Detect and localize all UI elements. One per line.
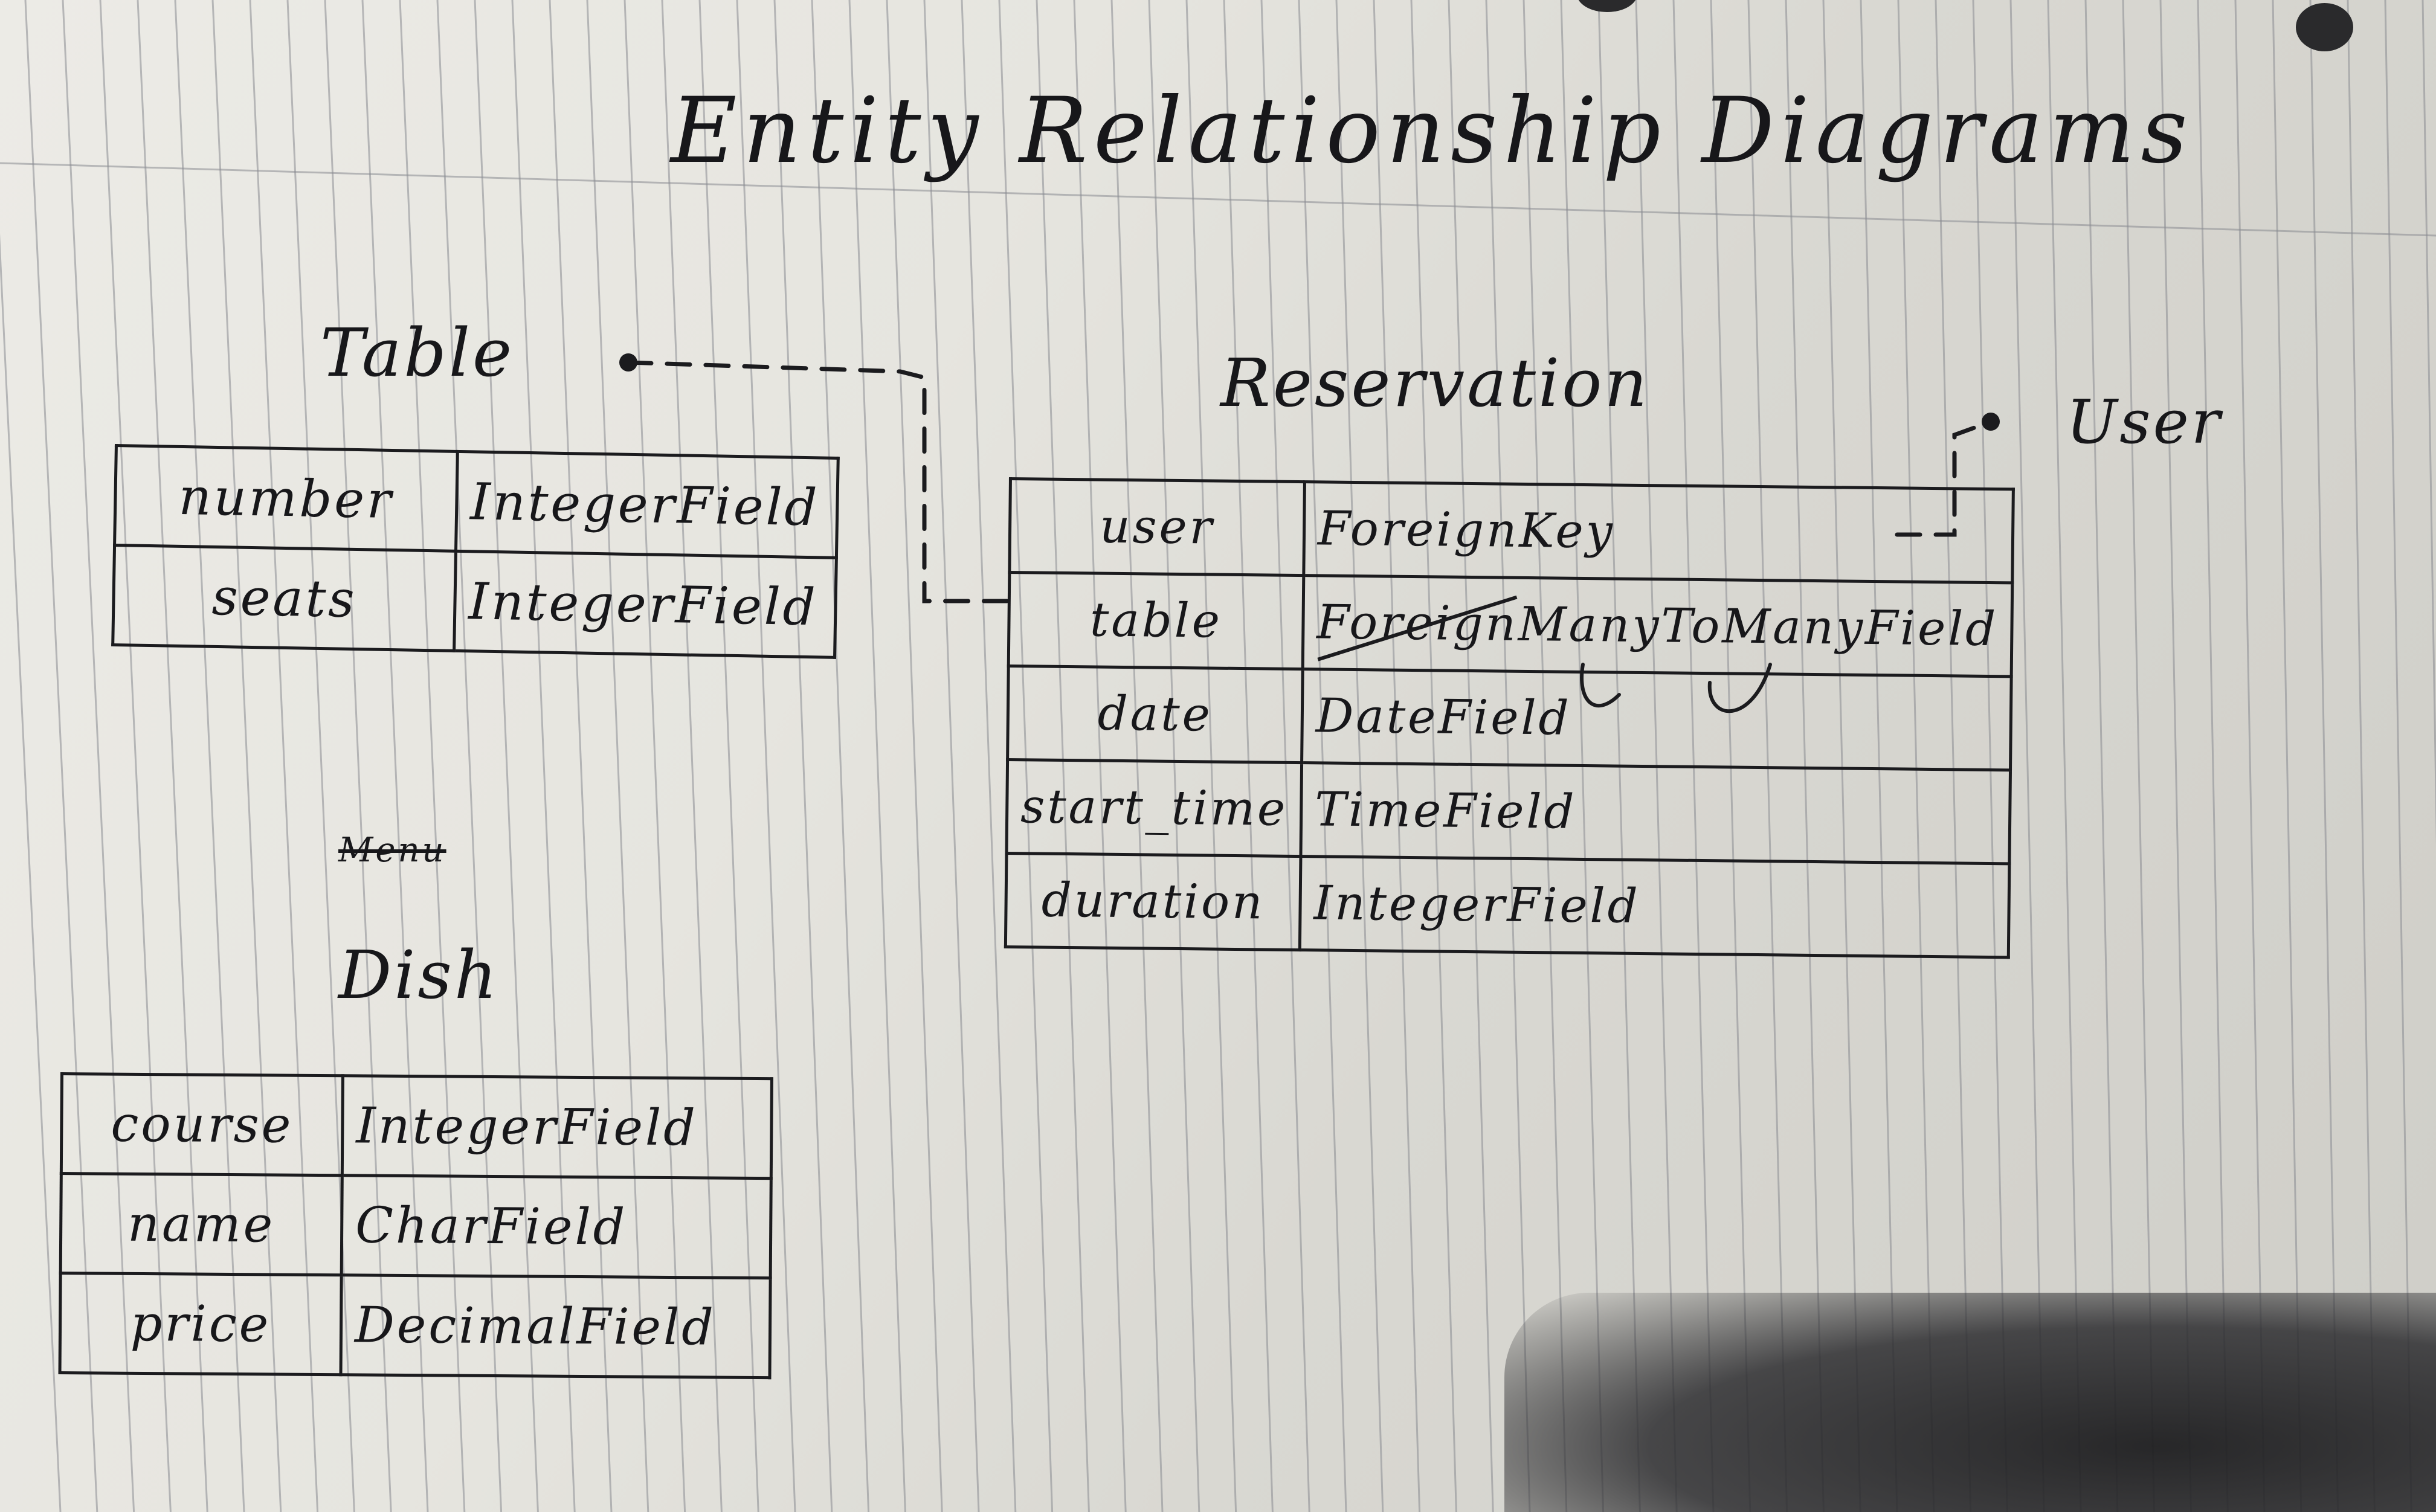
ruled-line xyxy=(99,0,172,1512)
ruled-line xyxy=(923,0,980,1512)
ruled-line xyxy=(2084,0,2119,1512)
ruled-line xyxy=(324,0,392,1512)
ruled-line xyxy=(961,0,1017,1512)
ruled-line xyxy=(848,0,906,1512)
ruled-line xyxy=(1785,0,1825,1512)
ruled-line xyxy=(1410,0,1457,1512)
ruled-line xyxy=(2309,0,2339,1512)
ruled-line xyxy=(249,0,319,1512)
ruled-line xyxy=(399,0,466,1512)
ruled-line xyxy=(811,0,870,1512)
ruled-line xyxy=(511,0,576,1512)
underline-squiggle xyxy=(1707,663,1772,713)
table-reservation-connector xyxy=(626,360,1011,603)
ruled-line xyxy=(1073,0,1127,1512)
ruled-line xyxy=(286,0,355,1512)
ruled-line xyxy=(773,0,833,1512)
ruled-line xyxy=(2047,0,2082,1512)
ruled-line xyxy=(1335,0,1384,1512)
ruled-line xyxy=(1935,0,1972,1512)
entity-table-name: Table xyxy=(320,314,515,391)
ruled-line xyxy=(1597,0,1641,1512)
struck-out-word: Menu xyxy=(338,831,446,870)
ruled-line xyxy=(1672,0,1715,1512)
margin-line xyxy=(0,162,2436,237)
binder-hole xyxy=(1577,0,1637,12)
ruled-line xyxy=(549,0,613,1512)
ruled-line xyxy=(174,0,245,1512)
ruled-line xyxy=(474,0,539,1512)
connector-endpoint-dot xyxy=(1982,413,2000,431)
ruled-line xyxy=(1710,0,1751,1512)
ruled-line xyxy=(1260,0,1310,1512)
connector-endpoint-dot xyxy=(619,353,637,372)
ruled-line xyxy=(586,0,649,1512)
ruled-line xyxy=(2384,0,2412,1512)
ruled-line xyxy=(2159,0,2192,1512)
ruled-line xyxy=(436,0,503,1512)
ruled-line xyxy=(0,233,62,1512)
ruled-line xyxy=(698,0,759,1512)
ruled-line xyxy=(1185,0,1237,1512)
entity-reservation-name: Reservation xyxy=(1220,344,1650,422)
ruled-line xyxy=(211,0,282,1512)
ruled-line xyxy=(1560,0,1605,1512)
ruled-line xyxy=(886,0,943,1512)
entity-user-name: User xyxy=(2066,387,2223,457)
ruled-line xyxy=(661,0,723,1512)
ruled-line xyxy=(1897,0,1935,1512)
ruled-line xyxy=(1972,0,2008,1512)
ruled-line xyxy=(998,0,1054,1512)
underline-squiggle xyxy=(1580,663,1621,708)
ruled-line xyxy=(1522,0,1568,1512)
ruled-line xyxy=(2197,0,2229,1512)
ruled-line xyxy=(2122,0,2156,1512)
ruled-line xyxy=(1298,0,1347,1512)
ruled-line xyxy=(1635,0,1678,1512)
diagram-title: Entity Relationship Diagrams xyxy=(671,79,2194,184)
entity-dish-name: Dish xyxy=(338,936,500,1014)
ruled-line xyxy=(2234,0,2266,1512)
ruled-line xyxy=(2422,0,2436,846)
binder-hole xyxy=(2296,3,2353,51)
reservation-user-connector xyxy=(1895,420,1990,537)
ruled-line xyxy=(2347,0,2376,1512)
ruled-line xyxy=(1110,0,1164,1512)
ruled-line xyxy=(1822,0,1861,1512)
ruled-line xyxy=(137,0,208,1512)
hand-shadow xyxy=(1504,1293,2436,1512)
ruled-line xyxy=(1373,0,1421,1512)
ruled-line xyxy=(1485,0,1531,1512)
ruled-line xyxy=(2272,0,2302,1512)
ruled-line xyxy=(736,0,796,1512)
ruled-line xyxy=(2009,0,2045,1512)
ruled-line xyxy=(1036,0,1090,1512)
ruled-line xyxy=(1860,0,1898,1512)
ruled-line xyxy=(1148,0,1200,1512)
ruled-line xyxy=(361,0,429,1512)
ruled-line xyxy=(1747,0,1788,1512)
ruled-line xyxy=(624,0,686,1512)
ruled-line xyxy=(24,0,98,1512)
ruled-line xyxy=(62,0,135,1512)
ruled-line xyxy=(1223,0,1274,1512)
ruled-line xyxy=(1448,0,1494,1512)
